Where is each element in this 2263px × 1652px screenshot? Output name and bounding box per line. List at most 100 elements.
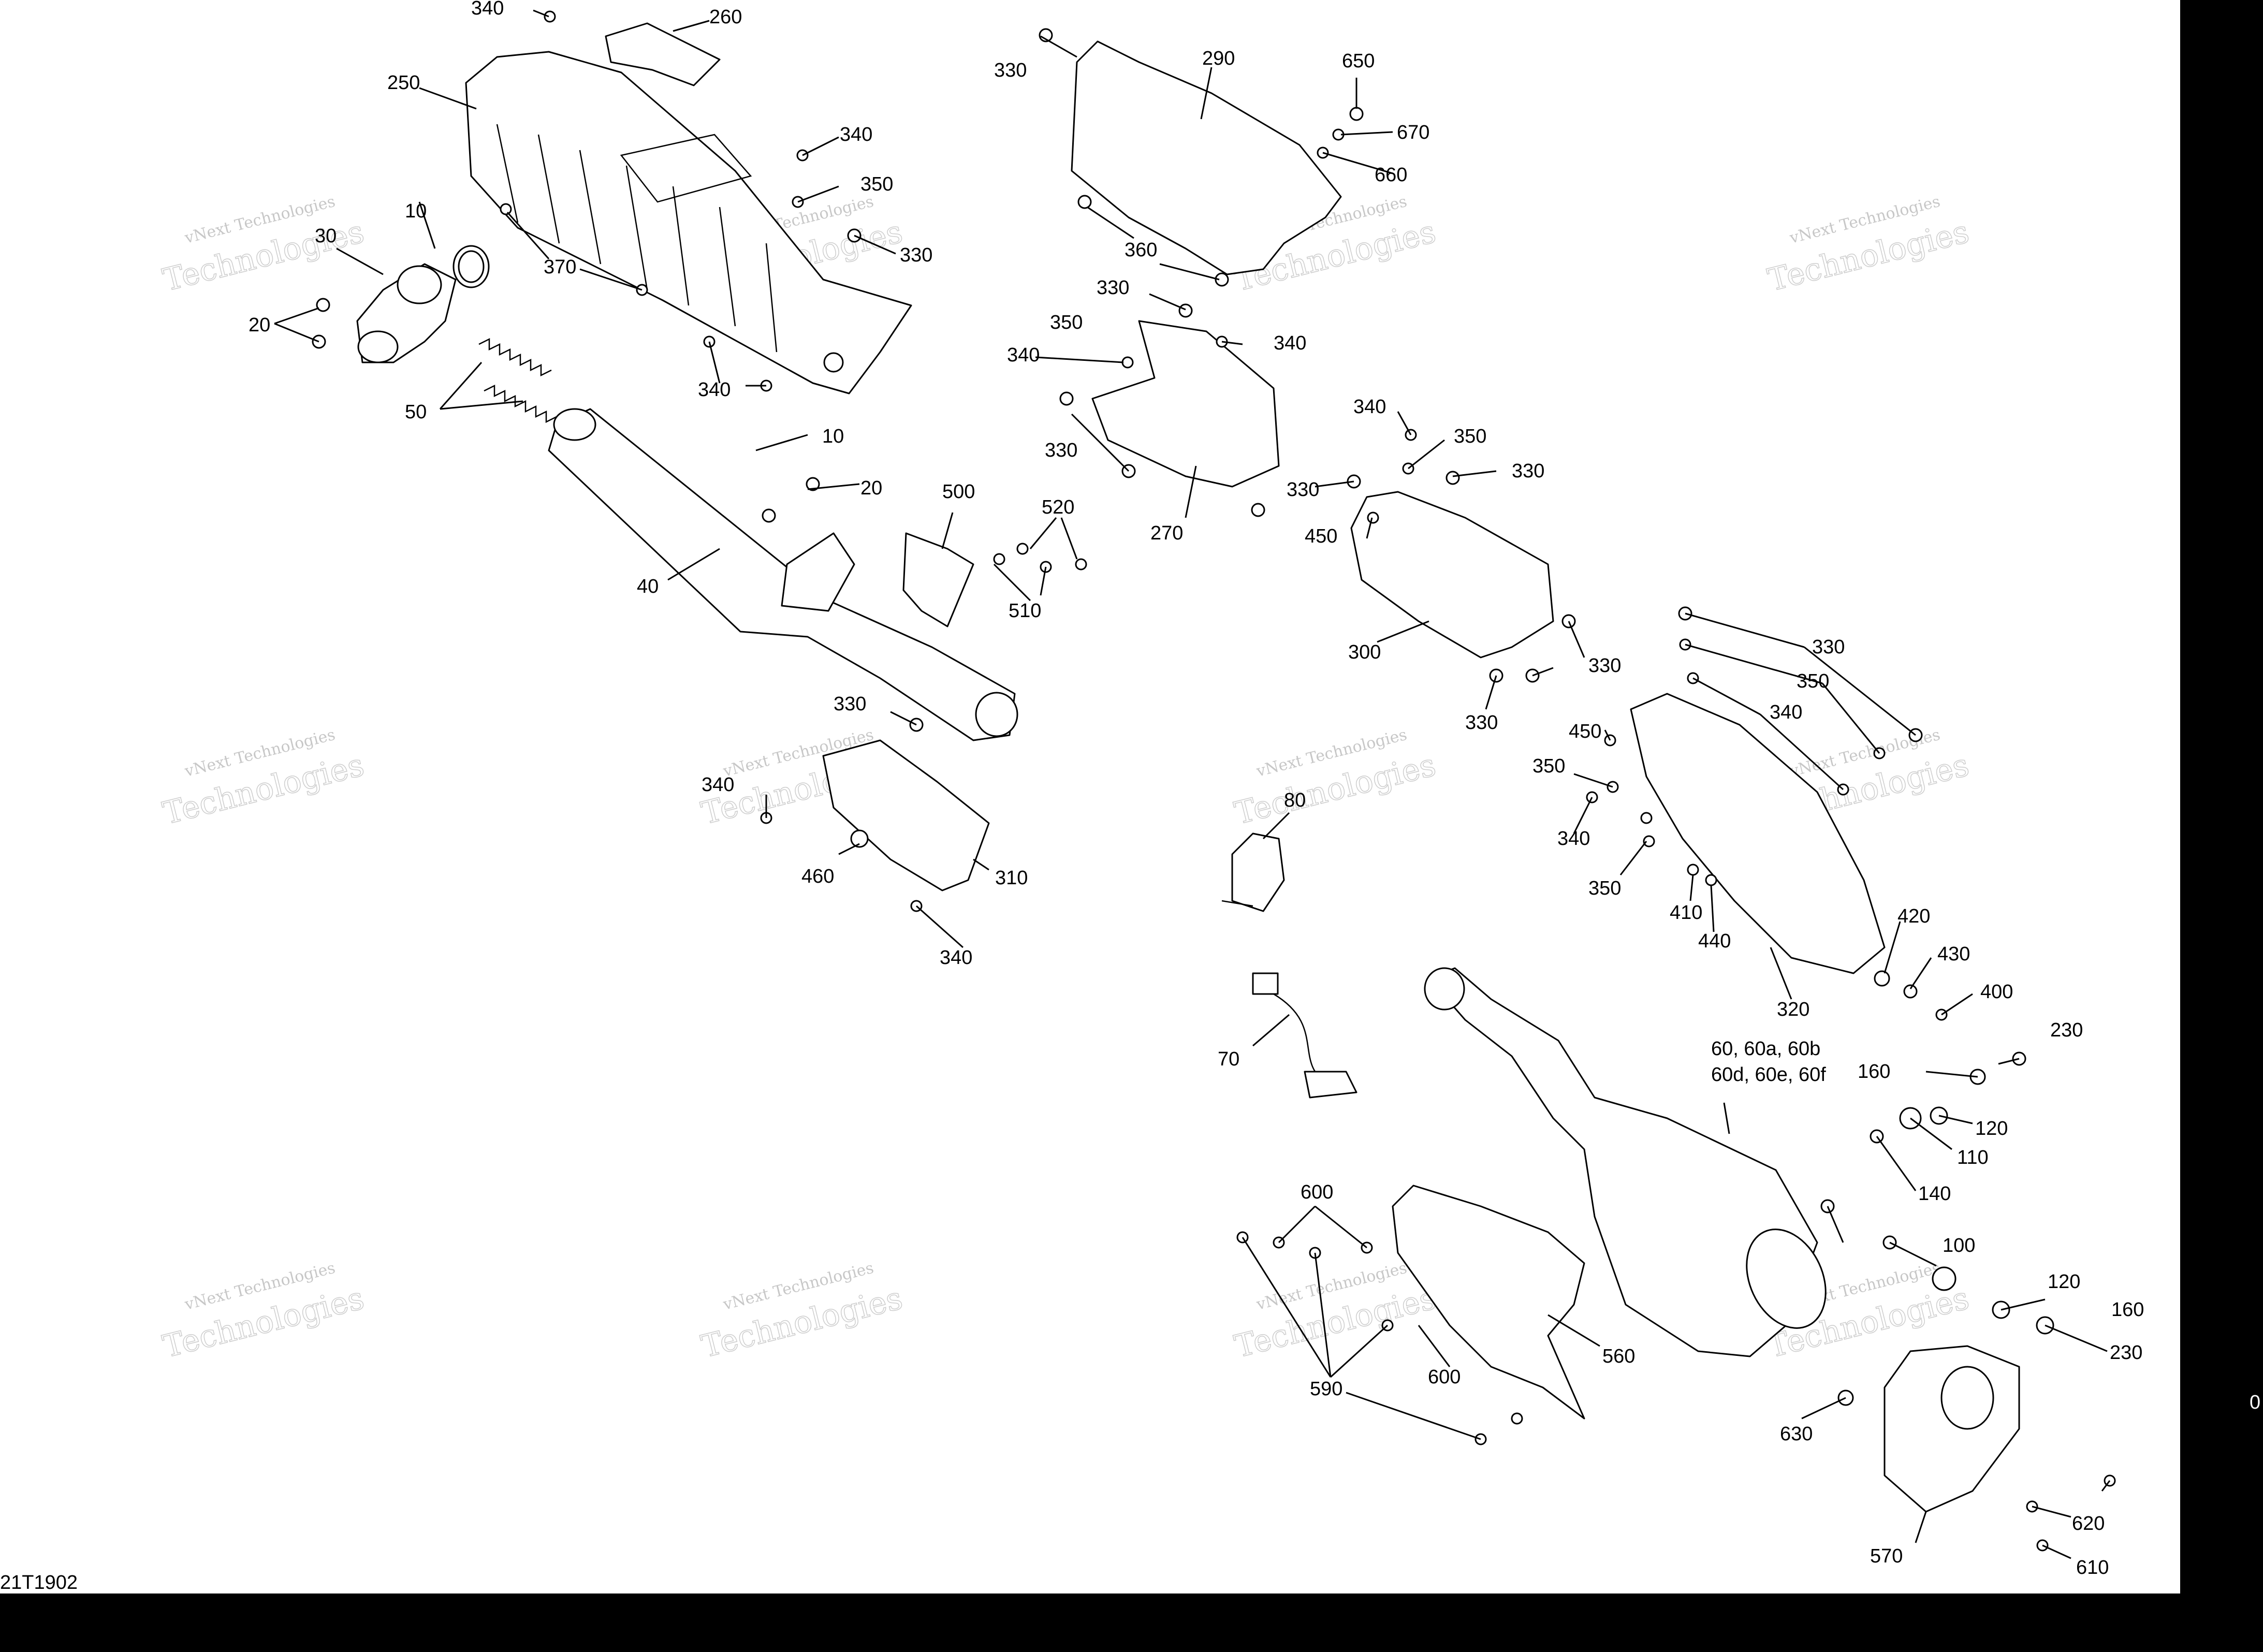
callout: 310: [995, 867, 1028, 889]
muffler-60: [1424, 967, 1827, 1357]
heat-shield-290: [1071, 40, 1342, 275]
callout: 330: [1287, 479, 1319, 501]
muffler-cover-560: [1392, 1185, 1585, 1420]
callout: 410: [1670, 902, 1702, 924]
callout: 560: [1602, 1346, 1635, 1367]
callout: 330: [1588, 655, 1621, 677]
callout: 330: [900, 244, 932, 266]
callout: 360: [1125, 239, 1157, 261]
leader-lines: [274, 9, 2111, 1559]
callout: 100: [1943, 1235, 1975, 1256]
callout: 500: [942, 481, 975, 503]
callout: 610: [2076, 1557, 2109, 1578]
parts: [356, 22, 2020, 1513]
exhaust-pipe-40: [548, 408, 1018, 741]
callout: 430: [1937, 943, 1970, 965]
heat-shield-270: [1091, 320, 1280, 488]
callout: 340: [1007, 344, 1040, 366]
callout: 600: [1301, 1181, 1333, 1203]
callout: 140: [1918, 1183, 1951, 1205]
callout: 340: [840, 124, 872, 145]
callout: 520: [1042, 496, 1074, 518]
callout: 60, 60a, 60b: [1711, 1038, 1820, 1060]
gasket-ring-10: [452, 245, 490, 288]
callout: 350: [1050, 312, 1083, 333]
callout: 510: [1009, 600, 1041, 622]
grommet-460: [850, 829, 869, 848]
diagram-code: 21T1902: [0, 1572, 78, 1593]
callout: 370: [544, 256, 576, 278]
callout: 330: [1512, 460, 1544, 482]
callout: 350: [1454, 426, 1486, 447]
springs-50: [478, 338, 557, 423]
oxygen-sensor-70: [1252, 972, 1357, 1099]
heat-shield-320: [1630, 693, 1886, 974]
callouts: 340 260 250 340 350 330 10 30 370 20 340…: [249, 0, 2144, 1578]
heat-shield-300: [1350, 491, 1554, 659]
callout: 620: [2072, 1513, 2105, 1534]
callout: 30: [315, 225, 337, 247]
callout: 340: [1557, 828, 1590, 850]
callout: 350: [1588, 878, 1621, 899]
callout: 330: [1465, 712, 1498, 734]
callout: 340: [702, 774, 734, 796]
callout: 590: [1310, 1378, 1342, 1400]
heat-shield-310: [822, 739, 990, 891]
callout: 290: [1202, 48, 1235, 69]
callout: 440: [1698, 930, 1731, 952]
callout: 660: [1375, 164, 1407, 186]
callout: 330: [1097, 277, 1129, 299]
callout: 110: [1957, 1147, 1989, 1168]
callout: 40: [637, 576, 659, 597]
callout: 70: [1218, 1048, 1239, 1070]
heat-shield-250: [465, 51, 912, 394]
callout: 330: [994, 60, 1027, 81]
callout: 460: [801, 866, 834, 887]
callout: 60d, 60e, 60f: [1711, 1064, 1826, 1086]
callout: 20: [249, 314, 270, 336]
edge-fragment: 0: [2250, 1392, 2261, 1413]
callout: 450: [1569, 721, 1601, 742]
callout: 10: [405, 200, 427, 222]
callout: 600: [1428, 1366, 1461, 1388]
callout: 330: [1812, 636, 1845, 658]
callout: 350: [860, 173, 893, 195]
callout: 300: [1348, 641, 1381, 663]
callout: 630: [1780, 1423, 1813, 1445]
callout: 270: [1150, 522, 1183, 544]
callout: 400: [1980, 981, 2013, 1003]
shield-plate-260: [605, 22, 721, 86]
callout: 420: [1897, 905, 1930, 927]
callout: 670: [1397, 122, 1429, 143]
callout: 340: [698, 379, 731, 401]
callout: 80: [1284, 790, 1306, 811]
clamp-80: [1221, 832, 1285, 912]
callout: 230: [2050, 1019, 2083, 1041]
callout: 160: [2111, 1299, 2144, 1321]
end-cap-570: [1884, 1345, 2020, 1513]
callout: 340: [471, 0, 504, 19]
callout: 50: [405, 401, 427, 423]
bracket-500: [902, 532, 974, 627]
callout: 250: [387, 72, 420, 94]
callout: 330: [1045, 440, 1077, 461]
callout: 330: [834, 693, 866, 715]
callout: 20: [860, 477, 882, 499]
callout: 340: [1770, 701, 1802, 723]
callout: 350: [1532, 755, 1565, 777]
callout: 570: [1870, 1545, 1903, 1567]
callout: 160: [1858, 1061, 1890, 1083]
callout: 120: [2048, 1271, 2080, 1293]
callout: 350: [1797, 670, 1829, 692]
callout: 650: [1342, 50, 1375, 72]
callout: 120: [1975, 1118, 2008, 1139]
callout: 340: [940, 947, 972, 969]
callout: 230: [2110, 1342, 2142, 1364]
